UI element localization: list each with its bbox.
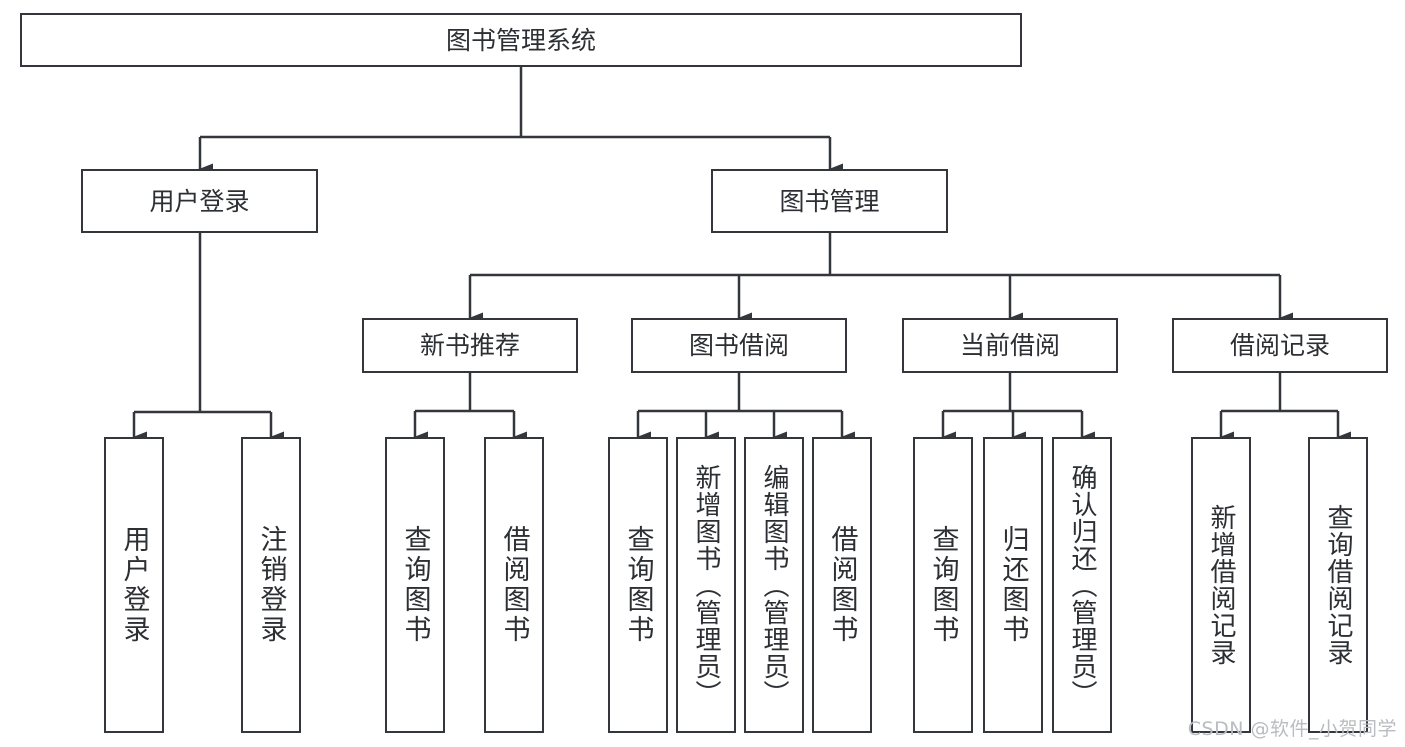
node-label: 查询图书 [399,525,431,645]
node-label: 注销登录 [255,525,287,645]
node-leaf-return-book[interactable]: 归还图书 [983,437,1043,733]
node-label: 查询图书 [622,525,654,645]
node-leaf-edit-book[interactable]: 编辑图书（管理员） [744,437,804,733]
node-leaf-confirm-return[interactable]: 确认归还（管理员） [1052,437,1112,733]
node-leaf-user-login[interactable]: 用户登录 [104,437,164,733]
node-label: 借阅记录 [1229,331,1330,360]
node-leaf-borrow-book-1[interactable]: 借阅图书 [484,437,544,733]
node-label: 查询借阅记录 [1323,504,1353,666]
node-label: 新书推荐 [419,331,520,360]
node-label: 借阅图书 [498,525,530,645]
node-label: 查询图书 [927,525,959,645]
node-leaf-add-book[interactable]: 新增图书（管理员） [676,437,736,733]
node-label: 新增图书（管理员） [691,463,721,707]
watermark: CSDN @软件_小贺同学 [1187,718,1397,740]
node-user-login[interactable]: 用户登录 [81,169,318,233]
node-leaf-query-book-2[interactable]: 查询图书 [608,437,668,733]
node-root[interactable]: 图书管理系统 [20,13,1022,67]
node-book-borrow[interactable]: 图书借阅 [631,318,847,373]
node-leaf-query-book-3[interactable]: 查询图书 [913,437,973,733]
node-new-book-rec[interactable]: 新书推荐 [362,318,578,373]
node-book-manage[interactable]: 图书管理 [711,169,948,233]
node-current-borrow[interactable]: 当前借阅 [902,318,1118,373]
node-label: 当前借阅 [959,331,1060,360]
node-leaf-query-record[interactable]: 查询借阅记录 [1308,437,1368,733]
node-label: 用户登录 [118,525,150,645]
node-leaf-borrow-book-2[interactable]: 借阅图书 [812,437,872,733]
node-label: 确认归还（管理员） [1067,463,1097,707]
node-label: 用户登录 [149,186,250,216]
node-label: 借阅图书 [826,525,858,645]
node-leaf-logout[interactable]: 注销登录 [241,437,301,733]
node-borrow-record[interactable]: 借阅记录 [1172,318,1388,373]
node-label: 图书管理 [779,186,880,216]
node-label: 归还图书 [997,525,1029,645]
node-label: 图书借阅 [688,331,789,360]
node-label: 编辑图书（管理员） [759,463,789,707]
node-label: 新增借阅记录 [1206,504,1236,666]
node-leaf-query-book-1[interactable]: 查询图书 [385,437,445,733]
node-leaf-add-record[interactable]: 新增借阅记录 [1191,437,1251,733]
node-label: 图书管理系统 [445,25,596,55]
